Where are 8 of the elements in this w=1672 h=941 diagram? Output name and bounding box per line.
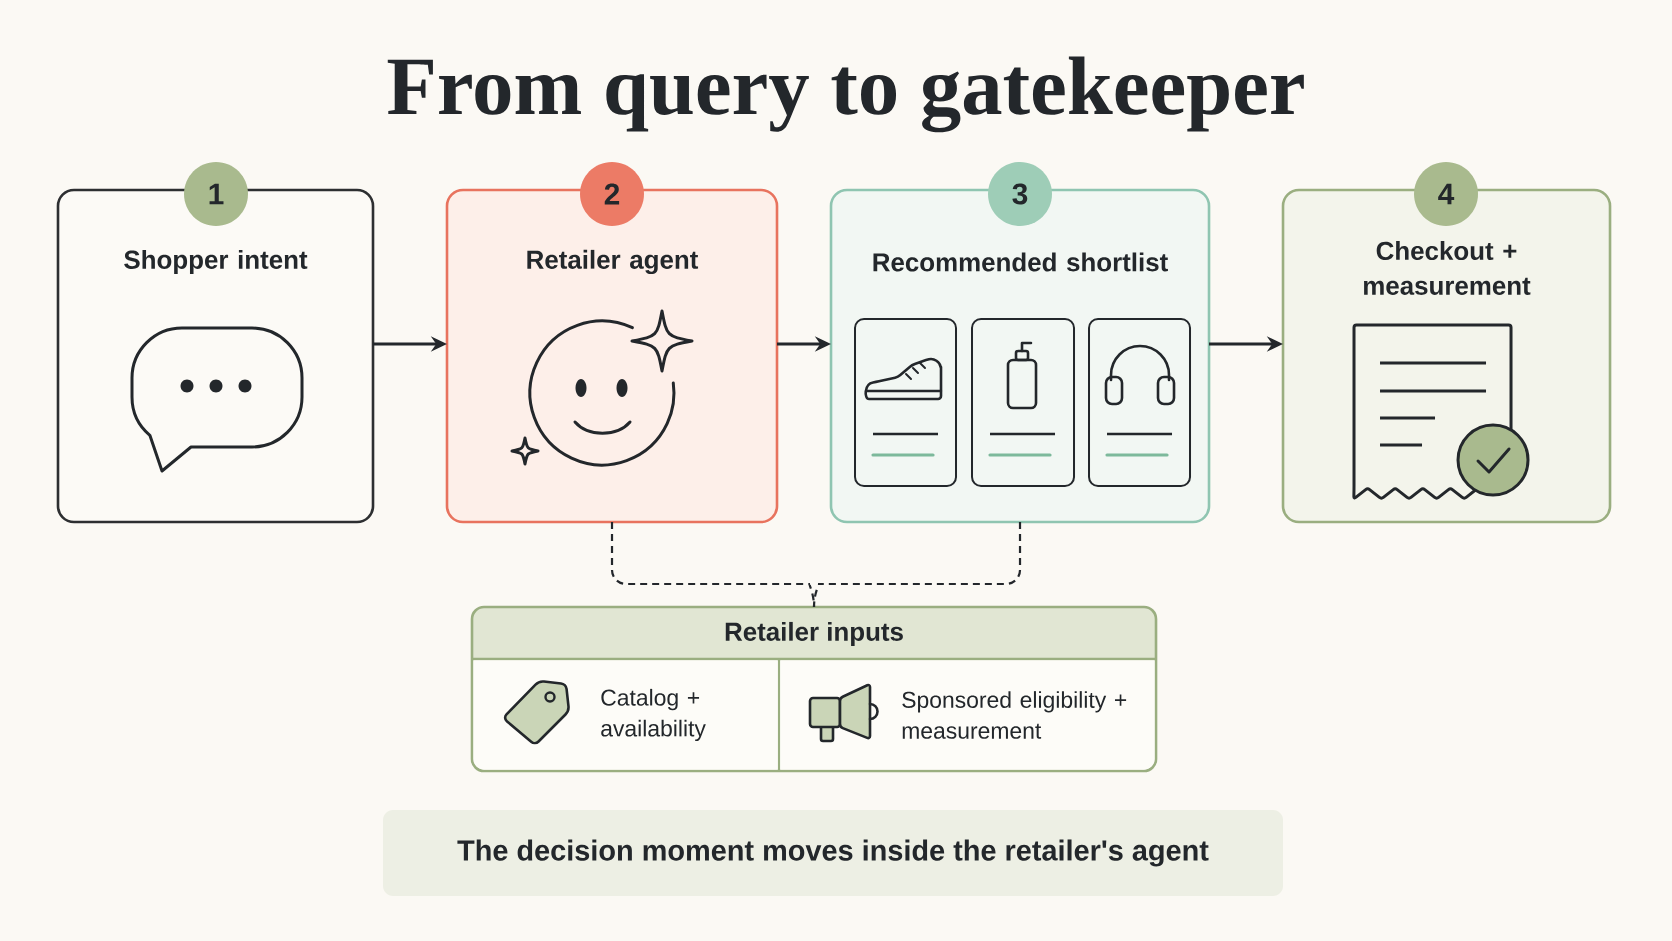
takeaway-banner: The decision moment moves inside the retailer's agent xyxy=(383,810,1283,896)
title: From query to gatekeeper xyxy=(387,56,1304,133)
number-badge: 3 xyxy=(988,162,1052,226)
dashed-connector xyxy=(812,522,1022,608)
number-badge: 4 xyxy=(1414,162,1478,226)
number-badge: 2 xyxy=(580,162,644,226)
table-cell: Sponsored eligibility + measurement xyxy=(780,660,1155,770)
number-badge: 1 xyxy=(184,162,248,226)
